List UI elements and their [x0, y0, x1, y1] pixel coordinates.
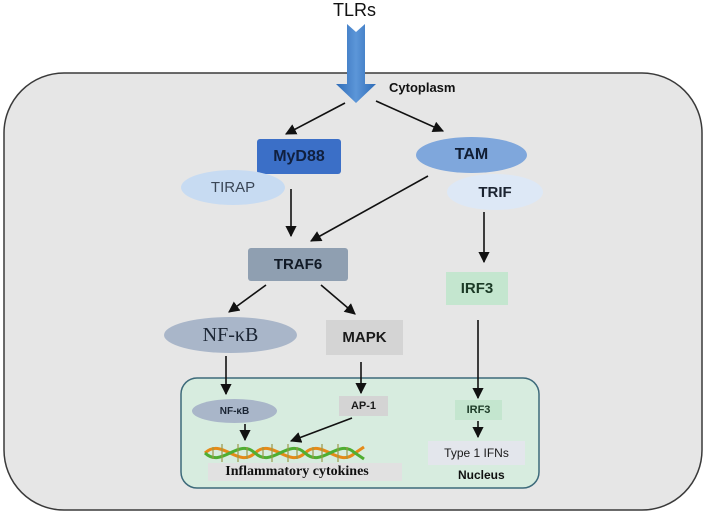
nucleus-label: Nucleus [458, 468, 505, 482]
node-tam: TAM [416, 137, 527, 173]
tlrs-label: TLRs [333, 0, 377, 20]
dna-helix-icon [203, 444, 365, 462]
node-mapk: MAPK [326, 320, 403, 355]
node-nfkb-nuclear: NF-κB [192, 399, 277, 423]
tlr-entry-arrow [336, 24, 376, 103]
arrow-tlr-to-myd88 [285, 102, 346, 135]
node-trif: TRIF [447, 174, 543, 210]
cytokine-label-backdrop [208, 463, 402, 481]
node-irf3: IRF3 [446, 272, 508, 305]
node-irf3-nuclear: IRF3 [455, 400, 502, 420]
node-myd88: MyD88 [257, 139, 341, 174]
node-type1-ifns: Type 1 IFNs [428, 441, 525, 465]
arrow-tlr-to-tam [375, 100, 445, 132]
cytoplasm-label: Cytoplasm [389, 80, 456, 95]
node-ap1: AP-1 [339, 396, 388, 416]
node-tirap: TIRAP [181, 170, 285, 205]
arrow-tam-to-traf6 [310, 175, 429, 242]
arrow-traf6-to-mapk [320, 284, 356, 315]
node-traf6: TRAF6 [248, 248, 348, 281]
node-nfkb: NF-κB [164, 317, 297, 353]
arrow-ap1-to-dna [289, 417, 353, 443]
arrow-traf6-to-nfkb [228, 284, 267, 313]
label-inflammatory-cytokines: Inflammatory cytokines [225, 464, 369, 479]
